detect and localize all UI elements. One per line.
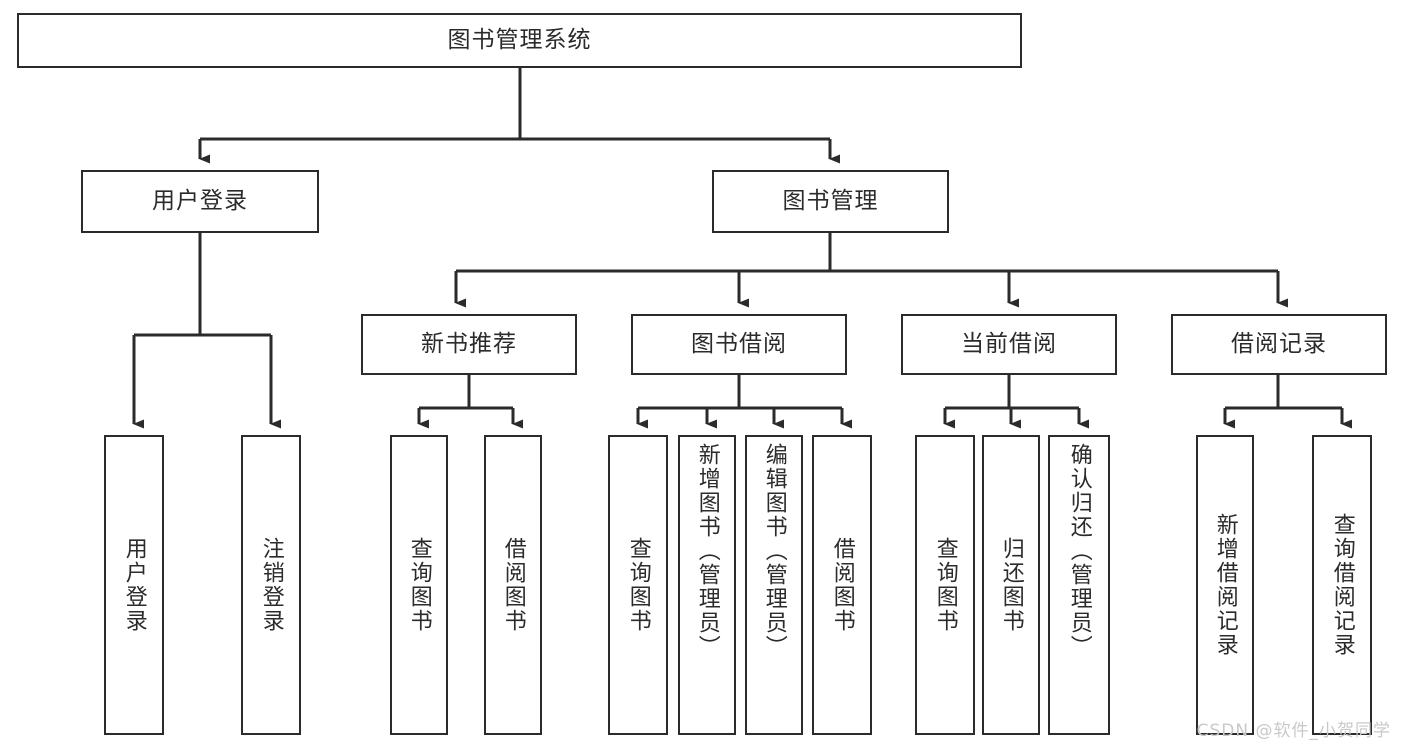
node-user-login[interactable]: 用户登录: [81, 170, 319, 233]
root-node-book-management-system[interactable]: 图书管理系统: [17, 13, 1022, 68]
leaf-logout[interactable]: 注销登录: [241, 435, 301, 735]
leaf-add-book-admin[interactable]: 新增图书（管理员）: [678, 435, 736, 735]
leaf-borrow-book[interactable]: 借阅图书: [812, 435, 872, 735]
leaf-query-books-borrowing[interactable]: 查询图书: [608, 435, 668, 735]
leaf-add-borrow-record[interactable]: 新增借阅记录: [1196, 435, 1254, 735]
node-new-book-recommendation[interactable]: 新书推荐: [361, 314, 577, 375]
leaf-edit-book-admin[interactable]: 编辑图书（管理员）: [745, 435, 803, 735]
leaf-query-books-recommendation[interactable]: 查询图书: [390, 435, 448, 735]
node-book-borrowing[interactable]: 图书借阅: [631, 314, 847, 375]
leaf-borrow-books-recommendation[interactable]: 借阅图书: [484, 435, 542, 735]
leaf-query-borrow-record[interactable]: 查询借阅记录: [1312, 435, 1372, 735]
leaf-query-books-current[interactable]: 查询图书: [915, 435, 975, 735]
leaf-return-book[interactable]: 归还图书: [982, 435, 1040, 735]
csdn-watermark: CSDN @软件_小贺同学: [1196, 721, 1391, 741]
node-current-borrowing[interactable]: 当前借阅: [901, 314, 1117, 375]
leaf-confirm-return-admin[interactable]: 确认归还（管理员）: [1048, 435, 1110, 735]
node-borrowing-records[interactable]: 借阅记录: [1171, 314, 1387, 375]
leaf-user-login[interactable]: 用户登录: [104, 435, 164, 735]
node-book-management[interactable]: 图书管理: [712, 170, 949, 233]
